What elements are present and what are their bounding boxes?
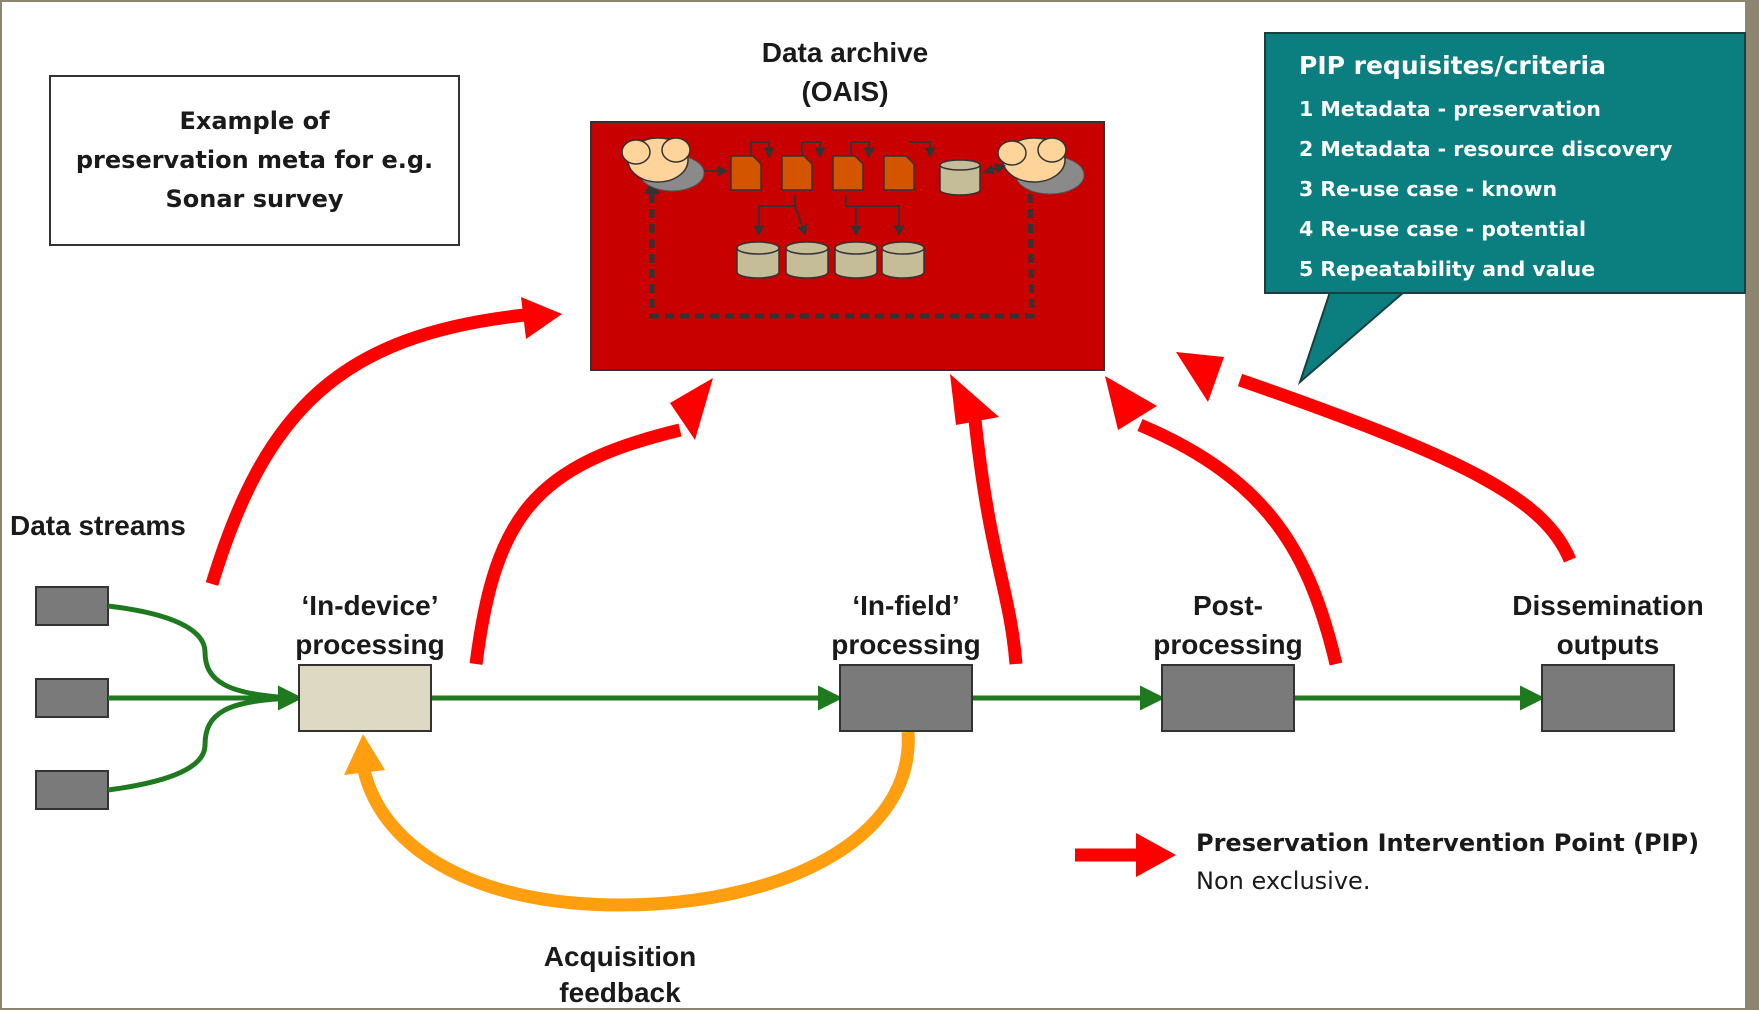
data-stream-box [35,770,109,810]
post-processing-label: Post- processing [1128,586,1328,664]
archive-dotted-loop [649,188,1035,319]
data-streams-label: Data streams [10,510,186,541]
archive-title: Data archive (OAIS) [740,33,950,111]
feedback-arrowhead [344,734,385,775]
archive-document-icons [730,155,915,191]
data-flow-arrows [107,603,1545,793]
legend-pip-arrowhead [1136,833,1176,877]
in-device-processing-label: ‘In-device’ processing [270,586,470,664]
dissemination-outputs-label: Dissemination outputs [1493,586,1723,664]
source-cloud-icon [621,137,705,192]
example-box-line3: Sonar survey [165,185,344,213]
example-box-line2: preservation meta for e.g. [75,146,434,174]
in-field-label-line1: ‘In-field’ [852,590,960,621]
dissemination-label-line2: outputs [1556,629,1660,660]
acquisition-feedback-label: Acquisition feedback [520,939,720,1011]
feedback-label-line2: feedback [559,977,681,1008]
pip-criteria-item: 3 Re-use case - known [1299,177,1558,201]
example-metadata-box: Example of preservation meta for e.g. So… [49,75,460,246]
pip-criteria-item: 5 Repeatability and value [1299,257,1596,281]
post-processing-label-line2: processing [1153,629,1303,660]
feedback-label-line1: Acquisition [543,941,697,972]
pip-arrows [205,308,1576,666]
in-device-label-line2: processing [295,629,445,660]
archive-connectors [704,141,1007,237]
archive-storage-icons [736,159,981,279]
pip-criteria-item: 1 Metadata - preservation [1299,97,1601,121]
in-field-processing-label: ‘In-field’ processing [806,586,1006,664]
target-cloud-icon [997,137,1085,195]
legend-title: Preservation Intervention Point (PIP) [1196,829,1700,857]
in-device-processing-box [298,664,432,732]
archive-title-line1: Data archive [761,37,929,68]
post-processing-label-line1: Post- [1193,590,1263,621]
legend-subtitle: Non exclusive. [1196,867,1371,895]
feedback-arc [355,731,915,912]
dissemination-label-line1: Dissemination [1512,590,1704,621]
in-field-label-line2: processing [831,629,981,660]
in-device-label-line1: ‘In-device’ [301,590,439,621]
example-box-line1: Example of [179,107,330,135]
archive-title-line2: (OAIS) [801,76,889,107]
pip-criteria-item: 4 Re-use case - potential [1299,217,1587,241]
in-field-processing-box [839,664,973,732]
pip-panel-tail [1297,291,1407,386]
data-stream-box [35,678,109,718]
pip-criteria-item: 2 Metadata - resource discovery [1299,137,1673,161]
data-stream-box [35,586,109,626]
pip-criteria-panel: PIP requisites/criteria 1 Metadata - pre… [1264,32,1746,294]
post-processing-box [1161,664,1295,732]
pip-arrowheads [521,297,1224,440]
dissemination-outputs-box [1541,664,1675,732]
pip-criteria-title: PIP requisites/criteria [1299,51,1606,80]
